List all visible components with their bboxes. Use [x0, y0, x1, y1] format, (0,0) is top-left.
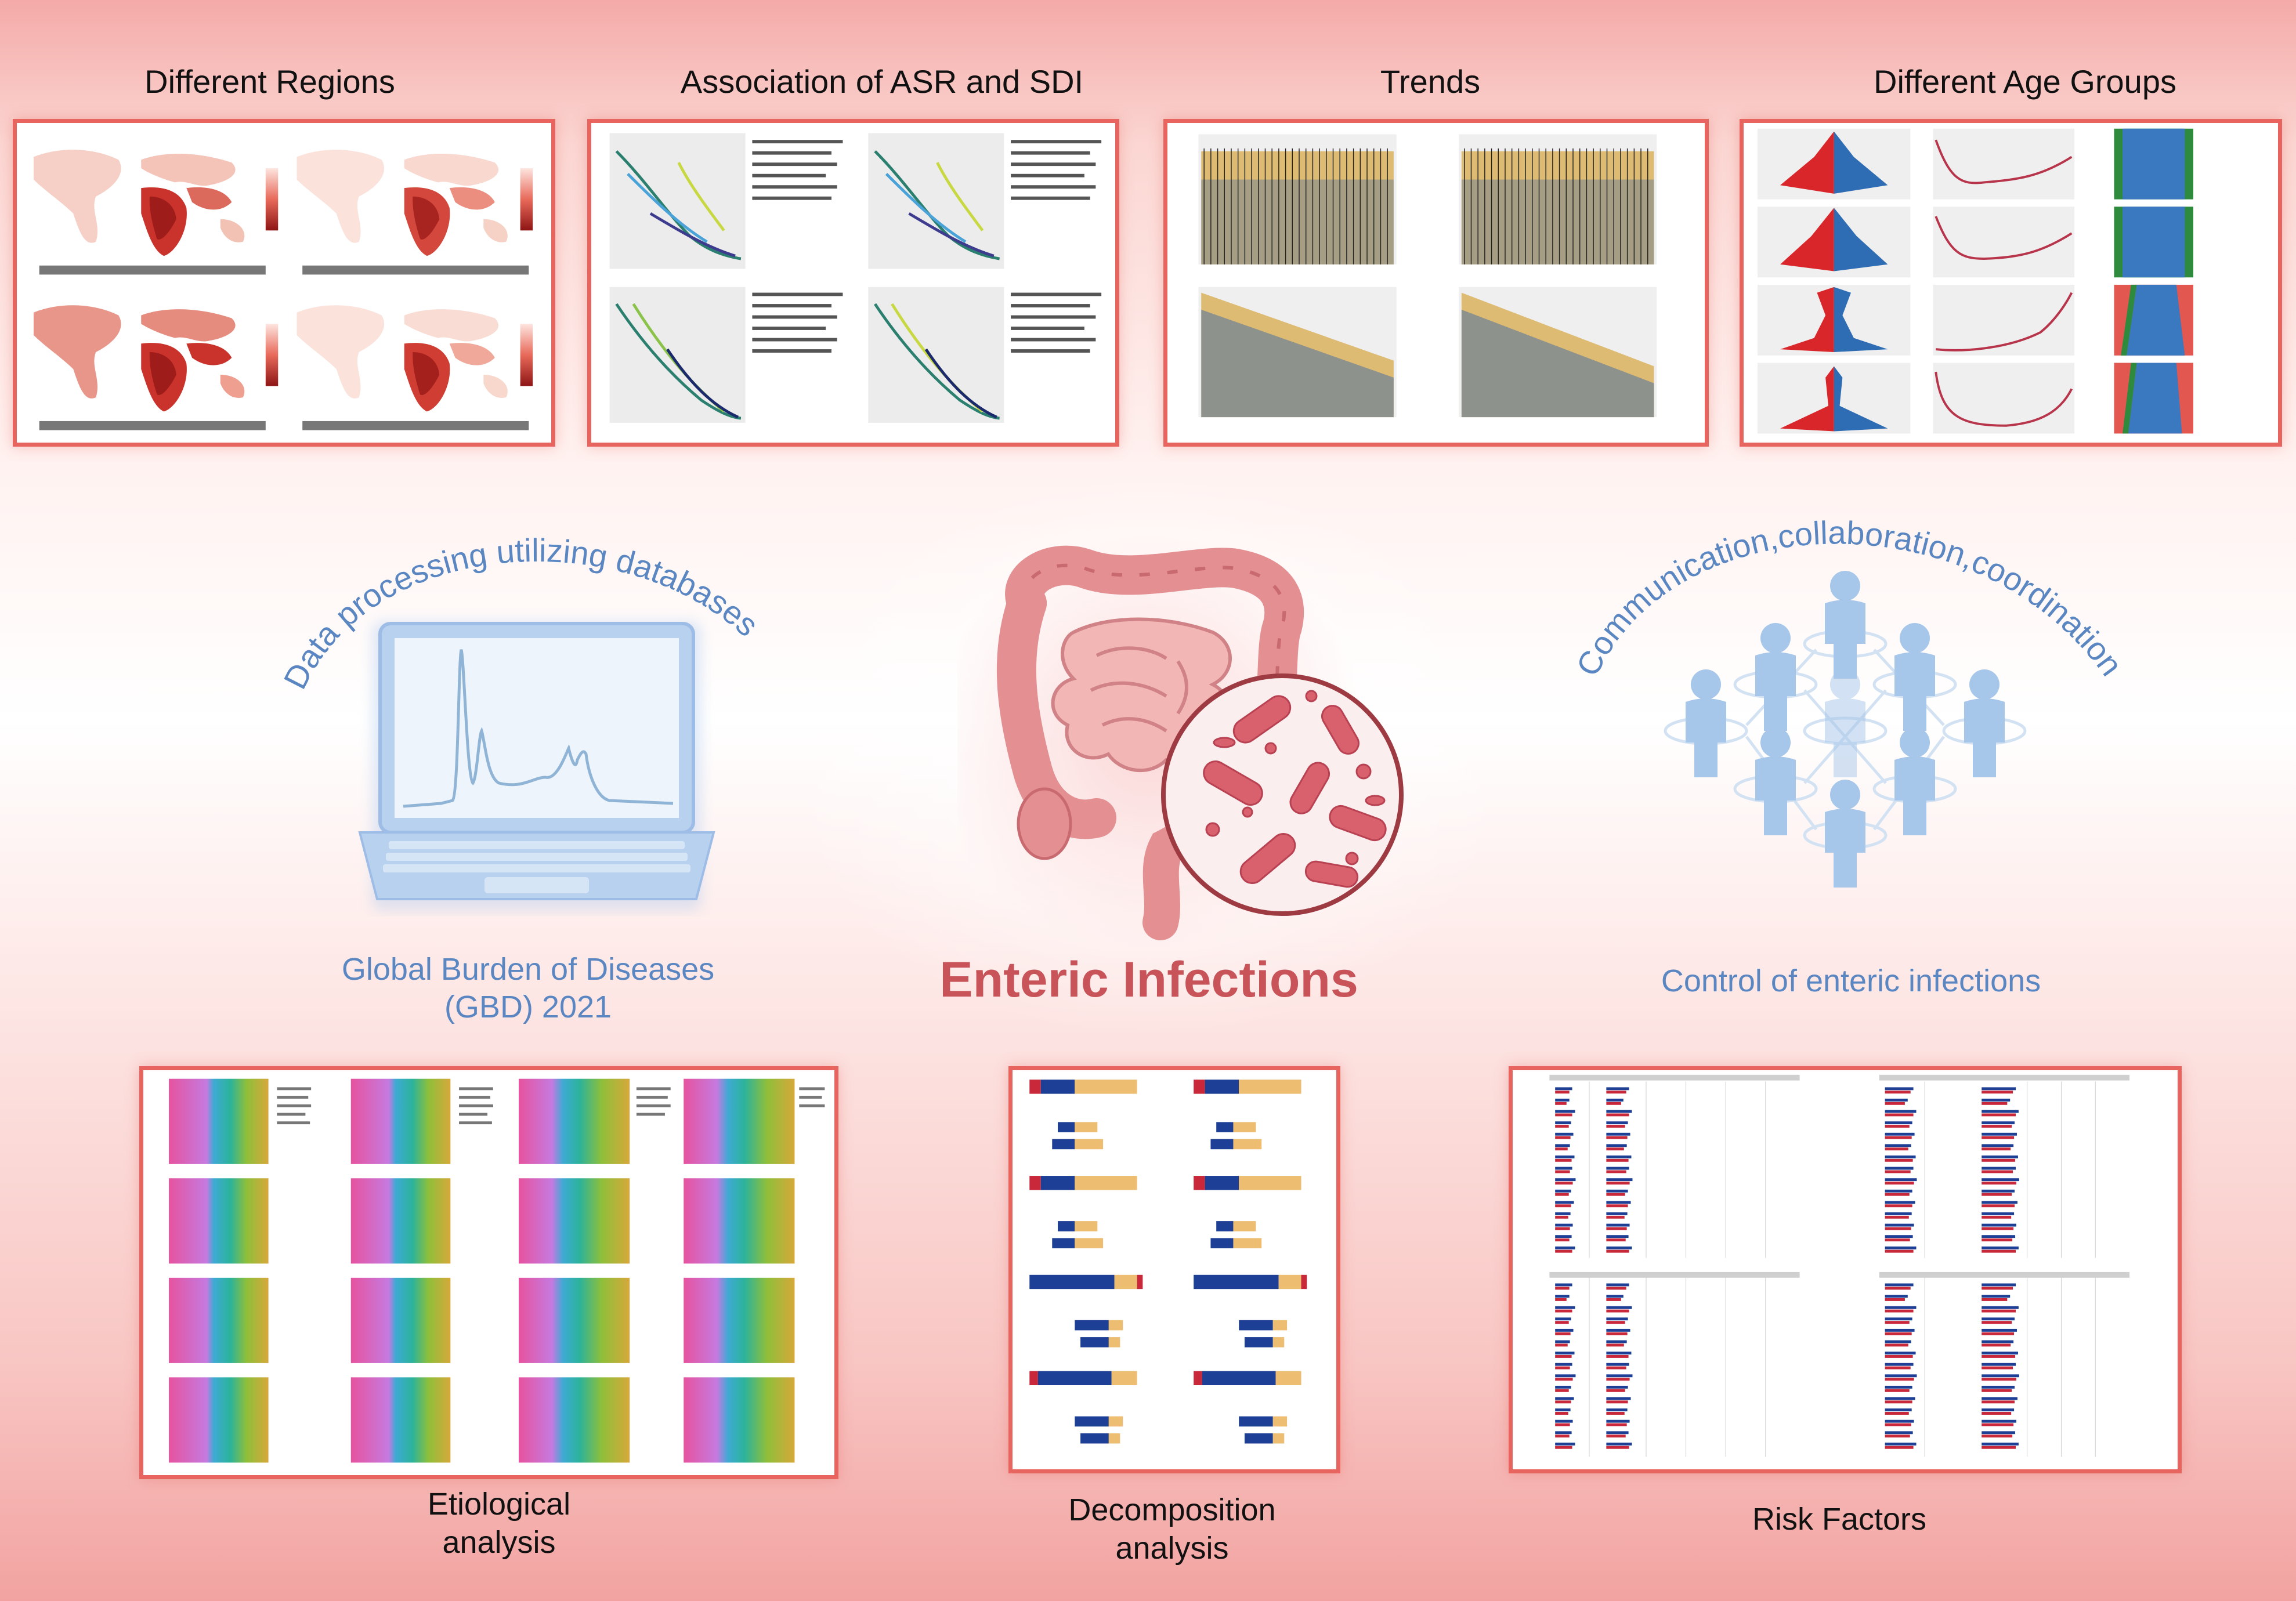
asr-sdi-thumbnail: [609, 133, 1102, 423]
gbd-caption-line2: (GBD) 2021: [444, 990, 612, 1024]
label-etiological-line2: analysis: [442, 1525, 556, 1560]
decomposition-thumbnail: [1029, 1080, 1307, 1444]
label-decomposition-line1: Decomposition: [1068, 1493, 1276, 1527]
label-risk-factors: Risk Factors: [1752, 1502, 1927, 1537]
control-caption: Control of enteric infections: [1661, 964, 2041, 998]
panel-trends-bars: [1163, 119, 1709, 447]
age-groups-thumbnail: [1758, 128, 2194, 434]
etiology-thumbnail: [169, 1078, 825, 1463]
panel-etiology: [139, 1066, 838, 1479]
trends-thumbnail: [1198, 134, 1657, 418]
label-trends: Trends: [1380, 63, 1481, 100]
enteric-infections-title: Enteric Infections: [939, 952, 1358, 1008]
laptop-icon: [358, 621, 715, 911]
people-network-icon: [1664, 571, 2027, 888]
label-association-asr-sdi: Association of ASR and SDI: [680, 63, 1084, 100]
label-etiological-line1: Etiological: [427, 1487, 571, 1522]
risk-factors-thumbnail: [1549, 1074, 2130, 1457]
panel-decomposition: [1008, 1066, 1340, 1473]
intestine-illustration: [957, 534, 1404, 951]
label-decomposition-line2: analysis: [1115, 1531, 1229, 1566]
panel-regions-maps: [13, 119, 555, 447]
panel-age-groups: [1740, 119, 2282, 447]
label-different-age-groups: Different Age Groups: [1874, 63, 2176, 100]
world-maps-thumbnail: [33, 150, 533, 430]
panel-asr-sdi-scatter: [587, 119, 1119, 447]
gbd-caption-line1: Global Burden of Diseases: [341, 952, 715, 987]
label-different-regions: Different Regions: [144, 63, 395, 100]
panel-risk-factors: [1509, 1066, 2182, 1473]
